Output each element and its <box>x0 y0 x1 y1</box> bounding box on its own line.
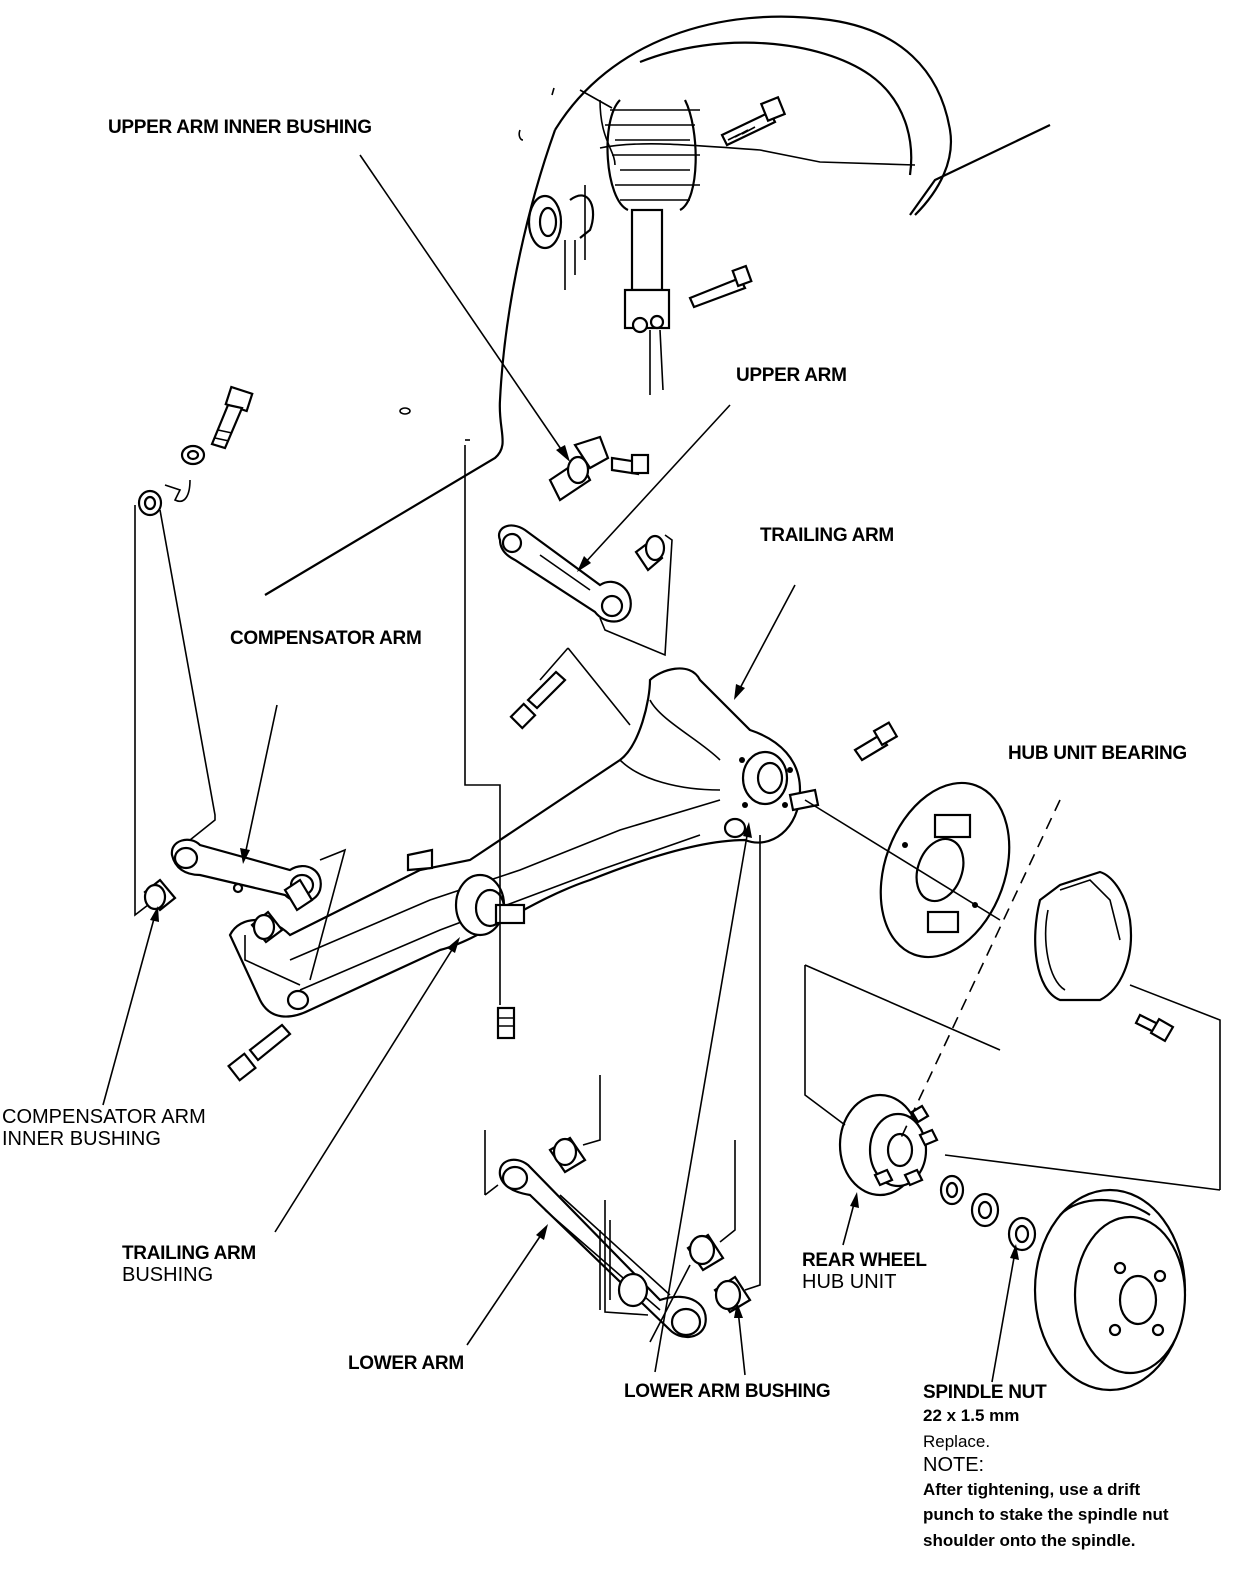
leader-lines <box>102 154 1019 1383</box>
trailing-arm-part <box>228 667 820 1018</box>
compensator-upper-bolt <box>137 385 254 517</box>
brake-backing-plate <box>879 781 1011 959</box>
label-trailing-arm-bushing: TRAILING ARM BUSHING <box>122 1243 256 1287</box>
stray-marks <box>399 87 555 441</box>
label-compensator-arm: COMPENSATOR ARM <box>230 628 422 649</box>
label-spindle-nut-size: 22 x 1.5 mm <box>923 1406 1020 1426</box>
label-upper-arm: UPPER ARM <box>736 365 847 386</box>
upper-arm-inner-bushing-part <box>548 435 650 502</box>
label-spindle-nut-action: Replace. <box>923 1431 991 1451</box>
label-spindle-nut-note-line1: After tightening, use a drift <box>923 1479 1141 1499</box>
upper-arm <box>497 524 632 623</box>
lower-arm-part <box>498 1136 752 1338</box>
label-upper-arm-inner-bushing: UPPER ARM INNER BUSHING <box>108 117 372 138</box>
spindle-nut-part <box>1007 1216 1037 1252</box>
label-spindle-nut-note-line3: shoulder onto the spindle. <box>923 1530 1136 1550</box>
misc-bolts <box>227 670 1175 1082</box>
brake-drum <box>1033 1188 1187 1392</box>
label-trailing-arm: TRAILING ARM <box>760 525 894 546</box>
label-rear-wheel-hub-unit-line2: HUB UNIT <box>802 1271 897 1294</box>
label-trailing-arm-bushing-line2: BUSHING <box>122 1264 214 1287</box>
label-spindle-nut-note-heading: NOTE: <box>923 1454 985 1477</box>
shock-absorber <box>605 99 753 395</box>
hub-nut <box>970 1192 1000 1228</box>
label-compensator-arm-inner-bushing-line1: COMPENSATOR ARM <box>2 1106 206 1128</box>
compensator-arm-part <box>143 838 322 944</box>
upper-arm-outer-bushing <box>634 534 666 572</box>
label-lower-arm-bushing: LOWER ARM BUSHING <box>624 1381 831 1402</box>
rear-wheel-hub-part <box>838 1093 939 1197</box>
label-rear-wheel-hub-unit-line1: REAR WHEEL <box>802 1250 927 1271</box>
label-compensator-arm-inner-bushing: COMPENSATOR ARM INNER BUSHING <box>2 1106 206 1151</box>
washer <box>939 1174 965 1206</box>
label-trailing-arm-bushing-line1: TRAILING ARM <box>122 1243 256 1264</box>
wheel-arch <box>264 15 1051 596</box>
label-hub-unit-bearing: HUB UNIT BEARING <box>1008 743 1187 764</box>
label-compensator-arm-inner-bushing-line2: INNER BUSHING <box>2 1128 161 1151</box>
label-spindle-nut-title: SPINDLE NUT <box>923 1382 1047 1403</box>
top-mount-bolt <box>720 95 787 147</box>
brake-shoes <box>1034 870 1133 1002</box>
upper-mount-washer <box>518 89 613 290</box>
label-lower-arm: LOWER ARM <box>348 1353 464 1374</box>
label-spindle-nut-block: SPINDLE NUT 22 x 1.5 mm Replace. NOTE: A… <box>923 1382 1169 1553</box>
assembly-lines <box>134 445 1221 1343</box>
label-spindle-nut-note-line2: punch to stake the spindle nut <box>923 1505 1169 1525</box>
label-rear-wheel-hub-unit: REAR WHEEL HUB UNIT <box>802 1250 927 1294</box>
